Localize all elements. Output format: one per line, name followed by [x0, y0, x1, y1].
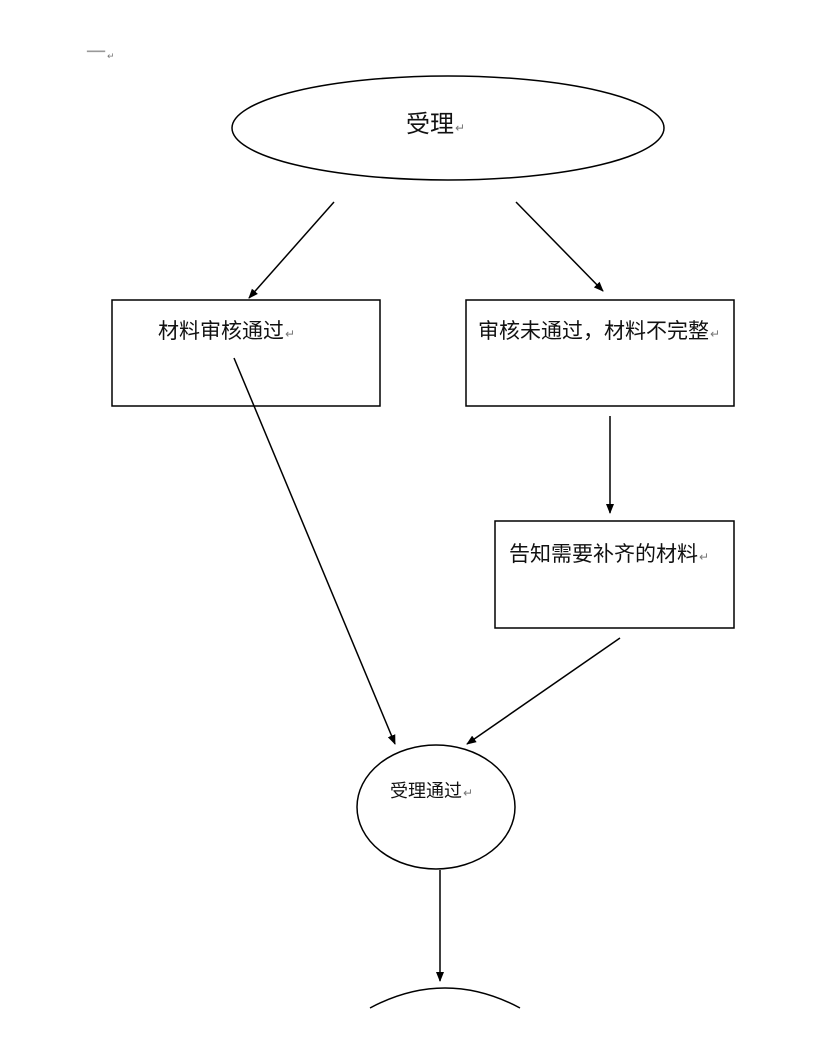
review-passed-label: 材料审核通过↵ — [158, 318, 295, 347]
next-node-partial-ellipse — [369, 987, 521, 1009]
accept-label: 受理↵ — [406, 110, 465, 142]
arrow-accept-to-review-failed — [515, 201, 604, 292]
notify-missing-box — [494, 520, 735, 629]
review-failed-box — [465, 299, 735, 407]
review-failed-text: 审核未通过，材料不完整 — [478, 319, 709, 343]
header-mark-text: 一 — [86, 40, 106, 64]
arrow-accept-to-review-passed — [248, 201, 335, 299]
review-failed-label: 审核未通过，材料不完整↵ — [478, 305, 728, 360]
notify-missing-label: 告知需要补齐的材料↵ — [509, 541, 709, 570]
review-passed-box — [111, 299, 381, 407]
accept-passed-text: 受理通过 — [390, 781, 462, 802]
paragraph-mark-icon: ↵ — [699, 550, 710, 564]
accept-ellipse — [231, 75, 665, 181]
paragraph-mark-icon: ↵ — [107, 52, 115, 62]
arrow-review-passed-to-accept-passed — [233, 357, 396, 745]
notify-missing-text: 告知需要补齐的材料 — [509, 542, 698, 566]
paragraph-mark-icon: ↵ — [455, 121, 466, 135]
paragraph-mark-icon: ↵ — [710, 327, 721, 341]
header-mark: 一↵ — [86, 36, 115, 65]
review-passed-text: 材料审核通过 — [158, 319, 284, 343]
accept-passed-label: 受理通过↵ — [390, 781, 473, 804]
accept-passed-ellipse — [356, 744, 516, 870]
accept-text: 受理 — [406, 110, 454, 138]
paragraph-mark-icon: ↵ — [285, 327, 296, 341]
paragraph-mark-icon: ↵ — [463, 786, 474, 800]
arrow-notify-to-accept-passed — [466, 637, 621, 745]
